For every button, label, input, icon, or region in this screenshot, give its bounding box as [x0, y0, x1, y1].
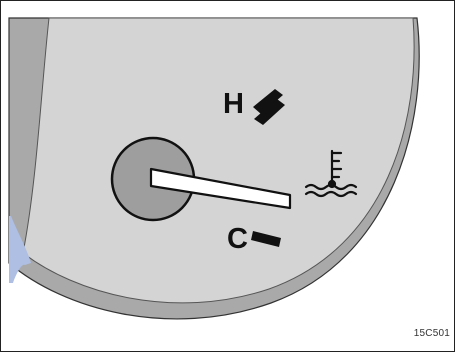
dial-face [23, 18, 414, 303]
hot-label: H [223, 88, 244, 120]
cold-label: C [227, 223, 248, 255]
figure-code: 15C501 [414, 328, 450, 339]
